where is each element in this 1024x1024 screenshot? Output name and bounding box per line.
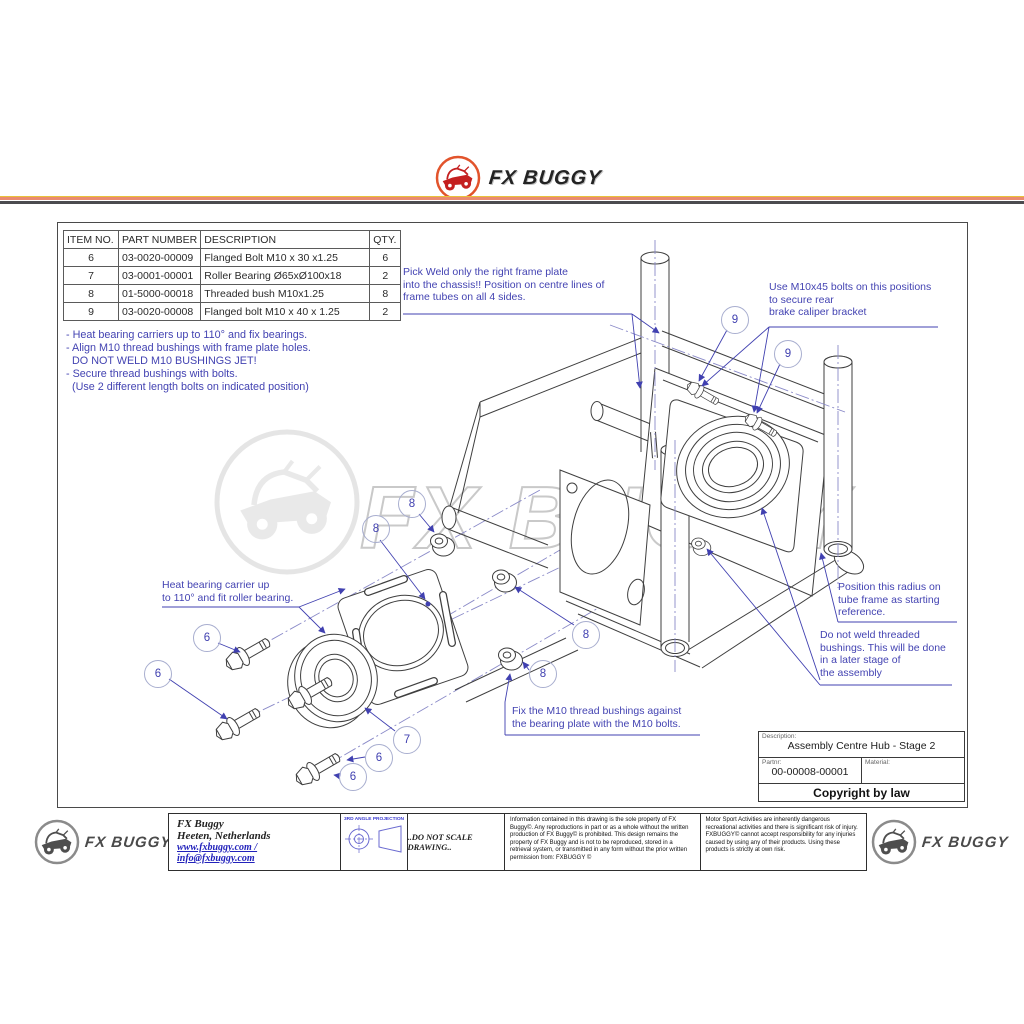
divider-dark-line bbox=[0, 201, 1024, 204]
item-no: 7 bbox=[63, 266, 119, 285]
footer-logo-left: FX BUGGY bbox=[33, 818, 173, 866]
header-logo: FX BUGGY bbox=[435, 155, 655, 201]
threaded-bush bbox=[498, 647, 523, 671]
qty: 2 bbox=[369, 266, 402, 285]
title-block-description-row: Description: Assembly Centre Hub - Stage… bbox=[759, 732, 964, 758]
projection-label: 3RD ANGLE PROJECTION bbox=[343, 817, 405, 822]
col-qty: QTY. bbox=[369, 230, 402, 249]
description: Roller Bearing Ø65xØ100x18 bbox=[200, 266, 371, 285]
part-number: 03-0020-00008 bbox=[117, 302, 202, 321]
balloon-item-8: 8 bbox=[529, 660, 557, 688]
do-not-scale-box: ..DO NOT SCALE DRAWING.. bbox=[406, 813, 506, 871]
part-number: 03-0020-00009 bbox=[117, 248, 202, 267]
table-row: 7 03-0001-00001 Roller Bearing Ø65xØ100x… bbox=[63, 266, 402, 285]
copyright-text: Copyright by law bbox=[813, 785, 910, 800]
flanged-bolt bbox=[291, 747, 345, 791]
balloon-item-6: 6 bbox=[365, 744, 393, 772]
company-address-box: FX Buggy Heeten, Netherlands www.fxbuggy… bbox=[168, 813, 342, 871]
balloon-item-9: 9 bbox=[721, 306, 749, 334]
item-no: 9 bbox=[63, 302, 119, 321]
footer-logo-right: FX BUGGY bbox=[870, 818, 1010, 866]
drawing-description: Assembly Centre Hub - Stage 2 bbox=[787, 740, 936, 752]
balloon-item-9: 9 bbox=[774, 340, 802, 368]
item-no: 6 bbox=[63, 248, 119, 267]
qty: 8 bbox=[369, 284, 402, 303]
qty: 6 bbox=[369, 248, 402, 267]
fx-buggy-logo-icon bbox=[34, 819, 80, 865]
balloon-item-6: 6 bbox=[339, 763, 367, 791]
balloon-item-8: 8 bbox=[362, 515, 390, 543]
threaded-bush bbox=[492, 569, 517, 593]
part-number: 01-5000-00018 bbox=[117, 284, 202, 303]
projection-box: 3RD ANGLE PROJECTION bbox=[340, 813, 408, 871]
part-number-value: 00-00008-00001 bbox=[771, 766, 849, 778]
assembly-notes: - Heat bearing carriers up to 110° and f… bbox=[66, 329, 311, 393]
flanged-bolt bbox=[221, 632, 275, 676]
col-part-number: PART NUMBER bbox=[117, 230, 202, 249]
technical-drawing: FX BUGGY bbox=[162, 240, 957, 791]
table-row: 9 03-0020-00008 Flanged bolt M10 x 40 x … bbox=[63, 302, 402, 321]
table-header-row: ITEM NO. PART NUMBER DESCRIPTION QTY. bbox=[63, 230, 402, 249]
table-row: 8 01-5000-00018 Threaded bush M10x1.25 8 bbox=[63, 284, 402, 303]
balloon-item-7: 7 bbox=[393, 726, 421, 754]
description-label: Description: bbox=[762, 733, 797, 740]
title-block-partnr-cell: Partnr: 00-00008-00001 bbox=[759, 758, 862, 783]
brand-name: FX BUGGY bbox=[921, 833, 1010, 851]
brand-name: FX BUGGY bbox=[487, 166, 603, 189]
balloon-item-8: 8 bbox=[398, 490, 426, 518]
material-label: Material: bbox=[865, 759, 890, 766]
brand-name: FX BUGGY bbox=[84, 833, 173, 851]
balloon-item-8: 8 bbox=[572, 621, 600, 649]
company-website-link[interactable]: www.fxbuggy.com / info@fxbuggy.com bbox=[177, 842, 258, 864]
legal-property-text: Information contained in this drawing is… bbox=[504, 813, 701, 871]
fx-buggy-logo-icon bbox=[435, 155, 481, 201]
balloon-item-6: 6 bbox=[193, 624, 221, 652]
divider-yellow-line bbox=[0, 196, 1024, 197]
annotation-use-bolts: Use M10x45 bolts on this positions to se… bbox=[769, 281, 932, 318]
description: Threaded bush M10x1.25 bbox=[200, 284, 371, 303]
balloon-item-6: 6 bbox=[144, 660, 172, 688]
table-row: 6 03-0020-00009 Flanged Bolt M10 x 30 x1… bbox=[63, 248, 402, 267]
company-name: FX Buggy bbox=[177, 818, 224, 830]
exploded-parts bbox=[211, 533, 523, 791]
leader-lines bbox=[162, 313, 957, 780]
header-divider bbox=[0, 196, 1024, 204]
sheet-border bbox=[57, 222, 968, 808]
divider-red-line bbox=[0, 197, 1024, 200]
part-number: 03-0001-00001 bbox=[117, 266, 202, 285]
company-location: Heeten, Netherlands bbox=[177, 830, 271, 842]
flanged-bolt bbox=[211, 702, 265, 746]
annotation-heat-carrier: Heat bearing carrier up to 110° and fit … bbox=[162, 579, 294, 604]
legal-risk-text: Motor Sport Activities are inherently da… bbox=[699, 813, 867, 871]
annotation-fix-bushings: Fix the M10 thread bushings against the … bbox=[512, 705, 682, 730]
annotation-pick-weld: Pick Weld only the right frame plate int… bbox=[403, 266, 605, 303]
title-block-material-cell: Material: bbox=[862, 758, 964, 783]
third-angle-projection-icon bbox=[345, 825, 402, 853]
qty: 2 bbox=[369, 302, 402, 321]
annotation-do-not-weld: Do not weld threaded bushings. This will… bbox=[820, 629, 946, 679]
description: Flanged Bolt M10 x 30 x1.25 bbox=[200, 248, 371, 267]
col-description: DESCRIPTION bbox=[200, 230, 371, 249]
partnr-label: Partnr: bbox=[762, 759, 782, 766]
annotation-position-radius: Position this radius on tube frame as st… bbox=[838, 581, 941, 618]
parts-table: ITEM NO. PART NUMBER DESCRIPTION QTY. 6 … bbox=[63, 230, 402, 321]
item-no: 8 bbox=[63, 284, 119, 303]
bearing-carrier-assembly bbox=[660, 378, 804, 556]
fx-buggy-logo-icon bbox=[871, 819, 917, 865]
title-block: Description: Assembly Centre Hub - Stage… bbox=[758, 731, 965, 802]
tube-centerlines bbox=[609, 240, 846, 672]
col-item-no: ITEM NO. bbox=[63, 230, 119, 249]
divider-gap bbox=[0, 200, 1024, 201]
description: Flanged bolt M10 x 40 x 1.25 bbox=[200, 302, 371, 321]
